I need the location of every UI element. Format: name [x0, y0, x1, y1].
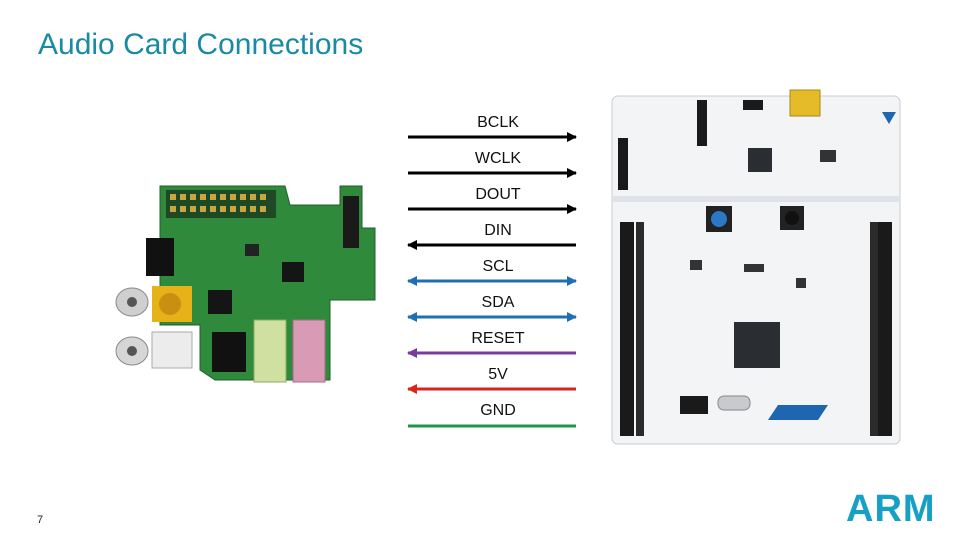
scl-label: SCL [482, 258, 514, 275]
bclk-label: BCLK [477, 114, 519, 131]
page-number: 7 [37, 514, 44, 526]
sda-label: SDA [481, 294, 515, 311]
nucleo-board-image [611, 89, 901, 445]
5v-label: 5V [488, 366, 508, 383]
din-label: DIN [484, 222, 512, 239]
arm-logo: ARM [846, 488, 936, 530]
gnd-label: GND [480, 402, 516, 419]
dout-label: DOUT [475, 186, 521, 203]
reset-label: RESET [471, 330, 525, 347]
wclk-label: WCLK [474, 150, 522, 167]
audio-card-board-image [115, 185, 376, 383]
slide-title: Audio Card Connections [38, 28, 364, 61]
